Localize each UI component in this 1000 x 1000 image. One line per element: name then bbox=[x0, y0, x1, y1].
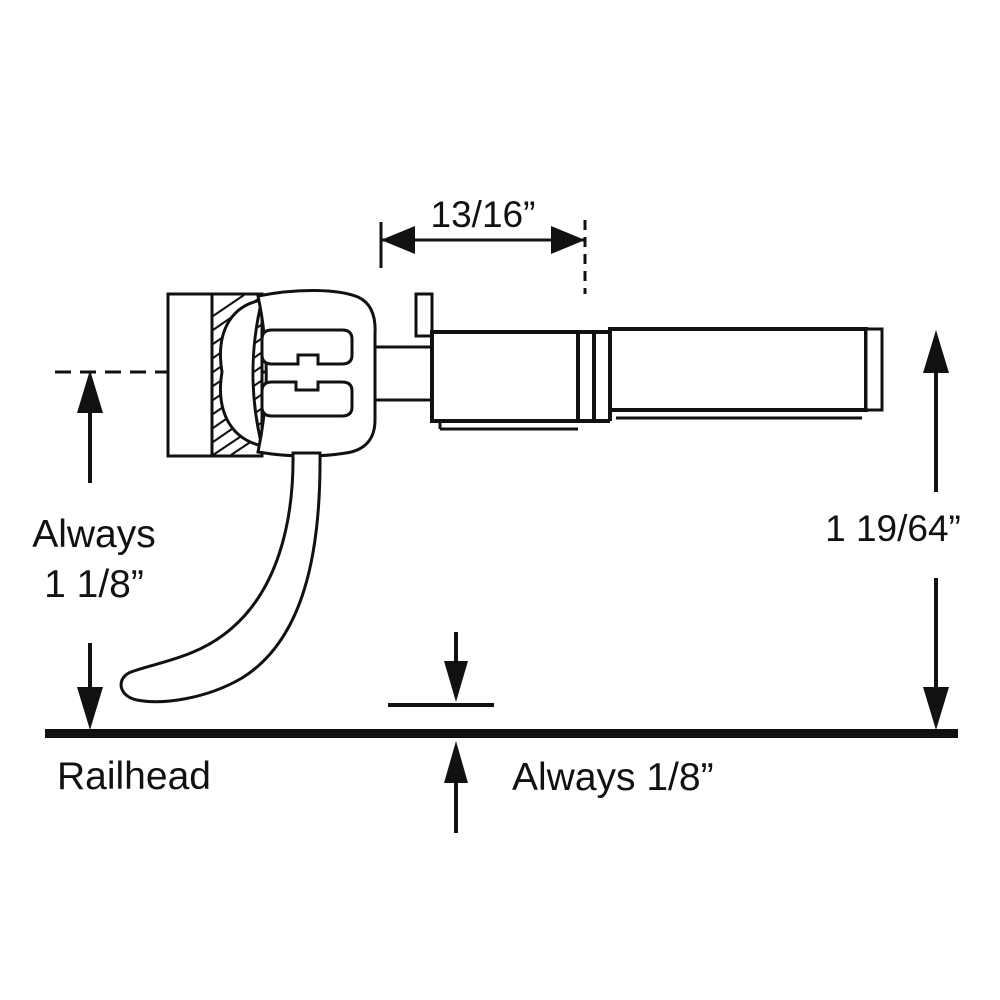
railhead: Railhead bbox=[45, 729, 958, 798]
coupler-head bbox=[166, 288, 434, 458]
draft-gear-end-cap bbox=[864, 327, 884, 412]
clearance-arrow-up-icon bbox=[444, 741, 468, 783]
coupler-back-plate bbox=[166, 292, 214, 458]
trip-pin bbox=[119, 451, 322, 704]
trip-pin-curve bbox=[119, 451, 322, 704]
left-dimension-label-line1: Always bbox=[32, 513, 156, 556]
right-dimension-label: 1 19/64” bbox=[825, 508, 961, 549]
right-dimension: 1 19/64” bbox=[825, 330, 961, 730]
left-dimension-arrow-up-icon bbox=[77, 370, 103, 413]
clearance-dimension-label: Always 1/8” bbox=[512, 756, 714, 799]
top-dimension-label: 13/16” bbox=[431, 194, 536, 235]
draft-gear-tab bbox=[414, 292, 434, 338]
draft-gear-box-front bbox=[430, 330, 580, 423]
hatch-line bbox=[212, 294, 245, 317]
left-dimension: Always 1 1/8” bbox=[32, 370, 156, 730]
left-dimension-label-line2: 1 1/8” bbox=[44, 563, 144, 606]
railhead-line bbox=[45, 729, 958, 738]
coupler-lower-slot bbox=[260, 380, 354, 418]
top-dimension-arrow-left-icon bbox=[381, 226, 415, 254]
coupler-head-body bbox=[256, 288, 377, 458]
draft-gear-box bbox=[414, 292, 884, 431]
trip-pin-clearance-dimension: Always 1/8” bbox=[388, 632, 714, 833]
railhead-label: Railhead bbox=[57, 755, 211, 798]
draft-gear-box-rear bbox=[608, 327, 868, 412]
right-dimension-arrow-up-icon bbox=[923, 330, 949, 373]
coupler-knuckle-jaw bbox=[219, 298, 265, 449]
coupler-shank bbox=[364, 345, 434, 402]
top-dimension: 13/16” bbox=[379, 194, 587, 294]
top-dimension-arrow-right-icon bbox=[551, 226, 585, 254]
clearance-arrow-down-icon bbox=[444, 661, 468, 702]
right-dimension-arrow-down-icon bbox=[923, 687, 949, 730]
left-dimension-arrow-down-icon bbox=[77, 687, 103, 730]
coupler-upper-slot bbox=[260, 328, 354, 366]
